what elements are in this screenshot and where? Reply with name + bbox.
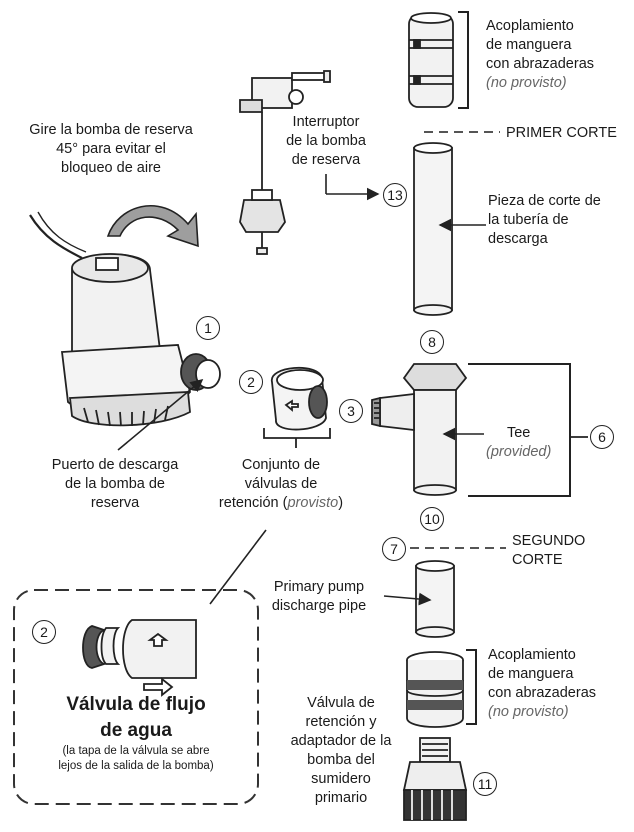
hose-coupling-bottom — [407, 652, 463, 727]
callout-3: 3 — [339, 399, 363, 423]
rotate-arrow — [108, 206, 198, 246]
callout-8: 8 — [420, 330, 444, 354]
callout-6: 6 — [590, 425, 614, 449]
label-coupling-bottom: Acoplamiento de manguera con abrazaderas… — [488, 646, 596, 722]
bracket-bottom — [466, 650, 476, 724]
label-line: CORTE — [512, 551, 585, 570]
label-line: Válvula de flujo — [16, 692, 256, 718]
label-line: discharge pipe — [256, 597, 382, 616]
cut-pipe-piece — [414, 143, 452, 315]
flow-valve-detail-drawing — [83, 620, 196, 695]
label-line: retención y — [280, 713, 402, 732]
check-valve-assembly — [272, 368, 327, 430]
label-line: lejos de la salida de la bomba) — [16, 759, 256, 774]
label-line: Acoplamiento — [488, 646, 596, 665]
label-line: descarga — [488, 230, 601, 249]
label-primary-pipe: Primary pump discharge pipe — [256, 578, 382, 616]
callout-11: 11 — [473, 772, 497, 796]
label-line: Pieza de corte de — [488, 192, 601, 211]
label-line: con abrazaderas — [488, 684, 596, 703]
label-line: Primary pump — [256, 578, 382, 597]
label-check-assembly: Conjunto de válvulas de retención (provi… — [196, 456, 366, 513]
callout-2-detail: 2 — [32, 620, 56, 644]
label-line: de la bomba de — [30, 475, 200, 494]
label-first-cut: PRIMER CORTE — [506, 124, 617, 143]
label-line: Válvula de — [280, 694, 402, 713]
label-tee: Tee (provided) — [486, 424, 551, 462]
label-flow-valve: Válvula de flujo de agua (la tapa de la … — [16, 692, 256, 774]
label-line: con abrazaderas — [486, 55, 594, 74]
label-line: de la bomba — [276, 132, 376, 151]
label-note: (provided) — [486, 443, 551, 462]
label-line: Acoplamiento — [486, 17, 594, 36]
label-line: de manguera — [486, 36, 594, 55]
callout-13: 13 — [383, 183, 407, 207]
label-cut-piece: Pieza de corte de la tubería de descarga — [488, 192, 601, 249]
label-rotate-pump: Gire la bomba de reserva 45° para evitar… — [6, 121, 216, 178]
label-line: Conjunto de — [196, 456, 366, 475]
label-coupling-top: Acoplamiento de manguera con abrazaderas… — [486, 17, 594, 93]
label-discharge-port: Puerto de descarga de la bomba de reserv… — [30, 456, 200, 513]
primary-check-valve-adapter — [404, 738, 466, 820]
callout-1: 1 — [196, 316, 220, 340]
label-line: Gire la bomba de reserva — [6, 121, 216, 140]
label-line: de agua — [16, 718, 256, 744]
label-line: de reserva — [276, 151, 376, 170]
label-backup-switch: Interruptor de la bomba de reserva — [276, 113, 376, 170]
label-line: reserva — [30, 494, 200, 513]
label-line: (la tapa de la válvula se abre — [16, 744, 256, 759]
label-line: de manguera — [488, 665, 596, 684]
label-line: Interruptor — [276, 113, 376, 132]
label-line: bloqueo de aire — [6, 159, 216, 178]
label-line: válvulas de — [196, 475, 366, 494]
label-note: (no provisto) — [488, 703, 596, 722]
label-line: retención (provisto) — [196, 494, 366, 513]
label-check-adapter: Válvula de retención y adaptador de la b… — [280, 694, 402, 808]
bracket-check — [264, 428, 330, 448]
bracket-top — [458, 12, 468, 108]
label-part: retención ( — [219, 495, 288, 511]
label-line: bomba del — [280, 751, 402, 770]
label-note: (no provisto) — [486, 74, 594, 93]
label-line: SEGUNDO — [512, 532, 585, 551]
label-line: Tee — [486, 424, 551, 443]
label-line: primario — [280, 789, 402, 808]
tee-fitting — [372, 364, 466, 495]
label-line: 45° para evitar el — [6, 140, 216, 159]
callout-2: 2 — [239, 370, 263, 394]
label-part: provisto — [287, 495, 338, 511]
label-part: ) — [338, 495, 343, 511]
label-line: adaptador de la — [280, 732, 402, 751]
label-line: la tubería de — [488, 211, 601, 230]
label-line: sumidero — [280, 770, 402, 789]
callout-10: 10 — [420, 507, 444, 531]
hose-coupling-top — [409, 13, 453, 107]
callout-7: 7 — [382, 537, 406, 561]
label-line: Puerto de descarga — [30, 456, 200, 475]
label-second-cut: SEGUNDO CORTE — [512, 532, 585, 570]
